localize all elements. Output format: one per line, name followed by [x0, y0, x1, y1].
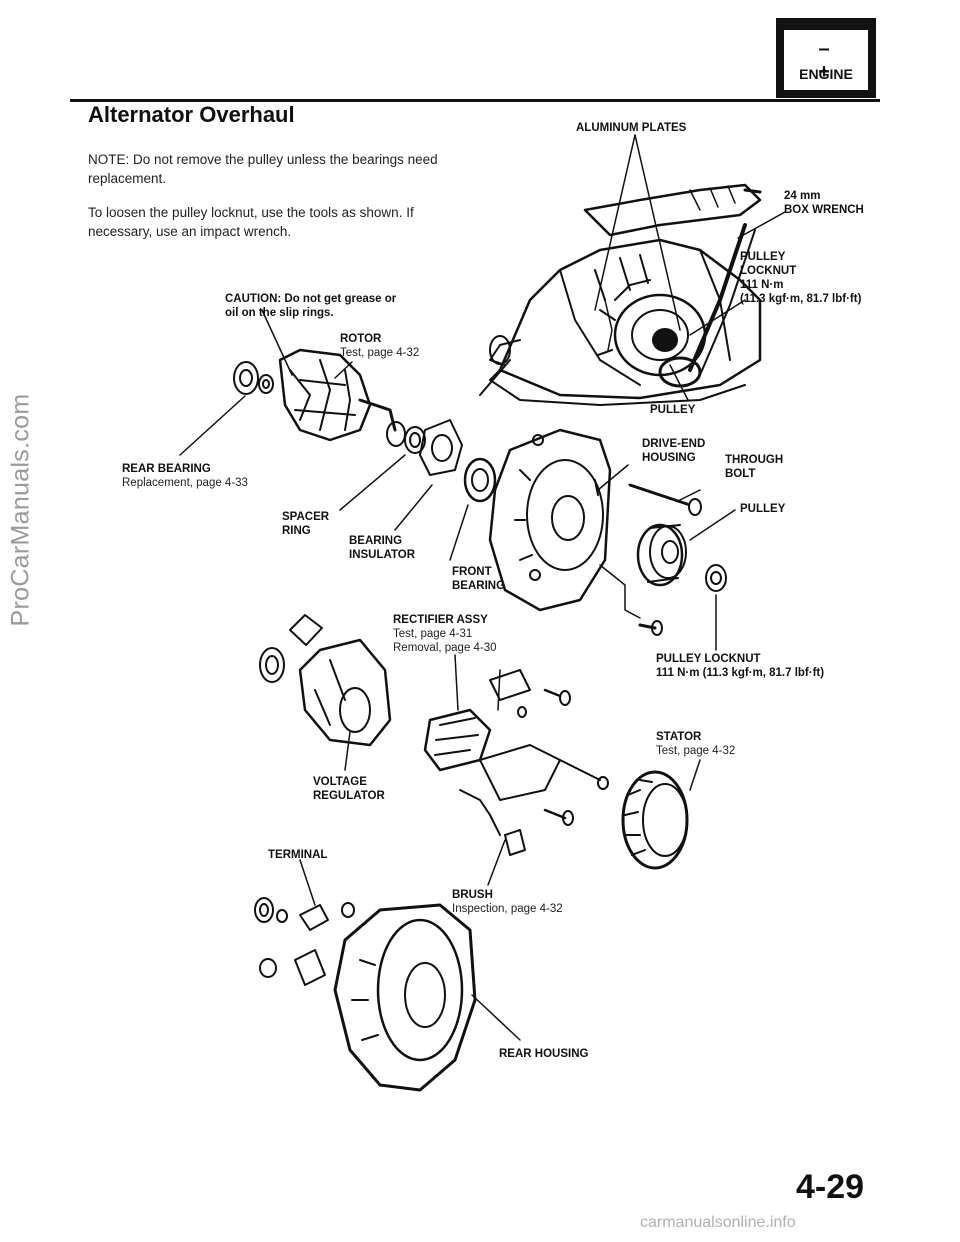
- note-paragraph: NOTE: Do not remove the pulley unless th…: [88, 152, 438, 186]
- label-bearing-insulator: BEARING INSULATOR: [349, 535, 416, 561]
- rectifier-part: [423, 654, 571, 772]
- section-label: ENGINE: [799, 66, 853, 82]
- label-rectifier-name: RECTIFIER ASSY: [393, 614, 488, 626]
- page-number: 4-29: [796, 1168, 865, 1206]
- label-rotor-name: ROTOR: [340, 333, 382, 345]
- terminal-part: [254, 859, 355, 986]
- label-brush: BRUSH Inspection, page 4-32: [452, 888, 563, 916]
- instruction-paragraph: To loosen the pulley locknut, use the to…: [88, 205, 414, 239]
- label-pulley-locknut-bottom: PULLEY LOCKNUT 111 N·m (11.3 kgf·m, 81.7…: [656, 652, 824, 680]
- label-spacer-ring: SPACER RING: [282, 511, 330, 537]
- battery-terminals: – +: [818, 38, 850, 83]
- engine-section-badge: – + ENGINE: [776, 18, 876, 98]
- watermark-bottom: carmanualsonline.info: [640, 1214, 796, 1231]
- label-rear-bearing-name: REAR BEARING: [122, 463, 211, 475]
- bearing-insulator-part: [394, 419, 463, 531]
- label-voltage-regulator: VOLTAGE REGULATOR: [313, 776, 385, 802]
- label-pulley-locknut-bottom-name: PULLEY LOCKNUT: [656, 653, 761, 665]
- label-pulley-locknut-bottom-spec: 111 N·m (11.3 kgf·m, 81.7 lbf·ft): [656, 667, 825, 679]
- label-rectifier-ref-removal: Removal, page 4-30: [393, 642, 497, 654]
- label-through-bolt: THROUGH BOLT: [725, 454, 784, 480]
- battery-icon: – + ENGINE: [784, 30, 868, 90]
- label-pulley-mid: PULLEY: [740, 503, 786, 515]
- header-rule: [70, 99, 880, 102]
- label-drive-end-housing: DRIVE-END HOUSING: [642, 438, 706, 464]
- through-bolt-part: [628, 483, 702, 636]
- label-front-bearing: FRONT BEARING: [452, 566, 506, 592]
- label-stator: STATOR Test, page 4-32: [656, 730, 735, 758]
- spacer-ring-part: [339, 426, 426, 511]
- label-terminal: TERMINAL: [268, 849, 328, 861]
- label-stator-name: STATOR: [656, 731, 702, 743]
- page-title: Alternator Overhaul: [88, 102, 295, 127]
- label-pulley-locknut-top-name: PULLEY LOCKNUT 111 N·m: [740, 251, 797, 291]
- label-pulley-locknut-top-spec: (11.3 kgf·m, 81.7 lbf·ft): [740, 293, 862, 305]
- stator-part: [621, 759, 701, 870]
- label-rectifier-assy: RECTIFIER ASSY Test, page 4-31 Removal, …: [393, 613, 497, 655]
- caution-note: CAUTION: Do not get grease or oil on the…: [225, 293, 397, 319]
- pulley-part: [636, 509, 736, 587]
- label-rotor: ROTOR Test, page 4-32: [340, 332, 419, 360]
- rotor-part: [261, 309, 406, 447]
- front-bearing-part: [449, 457, 497, 561]
- label-brush-ref: Inspection, page 4-32: [452, 903, 563, 915]
- pulley-locknut-part: [705, 564, 727, 651]
- label-pulley-top: PULLEY: [650, 404, 696, 416]
- brush-part: [459, 744, 609, 886]
- label-rear-bearing: REAR BEARING Replacement, page 4-33: [122, 462, 248, 490]
- label-rear-housing: REAR HOUSING: [499, 1048, 589, 1060]
- label-box-wrench: 24 mm BOX WRENCH: [784, 190, 864, 216]
- label-rectifier-ref-test: Test, page 4-31: [393, 628, 473, 640]
- label-brush-name: BRUSH: [452, 889, 493, 901]
- rear-bearing-part: [179, 361, 274, 456]
- label-rear-bearing-ref: Replacement, page 4-33: [122, 477, 248, 489]
- label-pulley-locknut-top: PULLEY LOCKNUT 111 N·m (11.3 kgf·m, 81.7…: [740, 250, 861, 306]
- voltage-regulator-part: [259, 614, 392, 771]
- alternator-in-vehicle-illustration: [479, 134, 786, 406]
- label-aluminum-plates: ALUMINUM PLATES: [576, 122, 687, 134]
- label-rotor-ref: Test, page 4-32: [340, 347, 420, 359]
- drive-end-housing-part: [488, 428, 641, 619]
- label-stator-ref: Test, page 4-32: [656, 745, 736, 757]
- rear-housing-part: [333, 903, 521, 1092]
